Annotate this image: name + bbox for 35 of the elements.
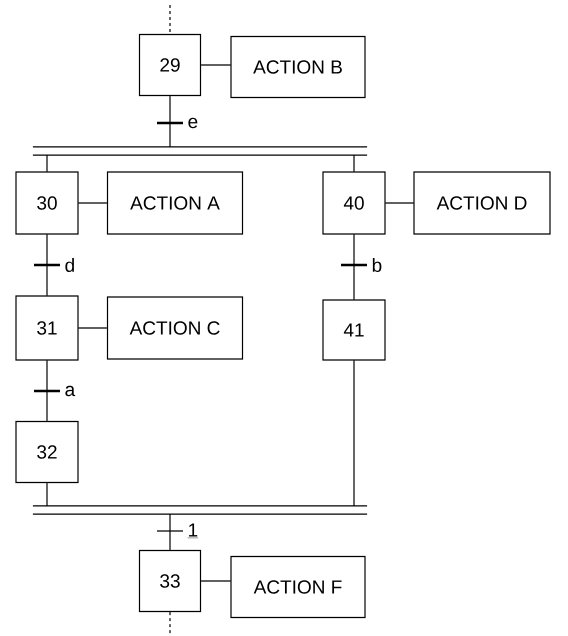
connector [353, 360, 355, 506]
action-box: ACTION A [106, 171, 244, 235]
edge-label: e [188, 118, 198, 128]
step-box: 41 [322, 299, 386, 361]
connector [78, 202, 107, 204]
action-box: ACTION C [106, 296, 244, 360]
connector [46, 155, 48, 172]
edge-label: b [372, 258, 382, 272]
connector [353, 234, 355, 300]
edge-label: a [65, 386, 76, 396]
connector [46, 483, 48, 506]
step-box: 32 [15, 420, 79, 484]
step-box: 30 [15, 171, 79, 235]
connector [169, 96, 171, 147]
action-box: ACTION F [230, 556, 366, 618]
edge-label: d [65, 258, 74, 272]
synchronization-bar [32, 505, 368, 515]
action-box: ACTION D [413, 171, 551, 235]
connector [78, 327, 107, 329]
connector [386, 202, 414, 204]
step-box: 40 [322, 171, 386, 235]
connector [46, 234, 48, 296]
connector [169, 5, 171, 34]
connector [169, 514, 171, 550]
synchronization-bar [32, 146, 368, 156]
connector [46, 360, 48, 421]
connector [353, 155, 355, 172]
action-box: ACTION B [230, 36, 366, 98]
step-box: 31 [15, 295, 79, 361]
step-box: 29 [138, 34, 202, 96]
connector [201, 580, 230, 582]
connector [201, 64, 230, 66]
connector [169, 612, 171, 634]
step-box: 33 [138, 550, 202, 612]
edge-label: 1 [187, 523, 198, 538]
